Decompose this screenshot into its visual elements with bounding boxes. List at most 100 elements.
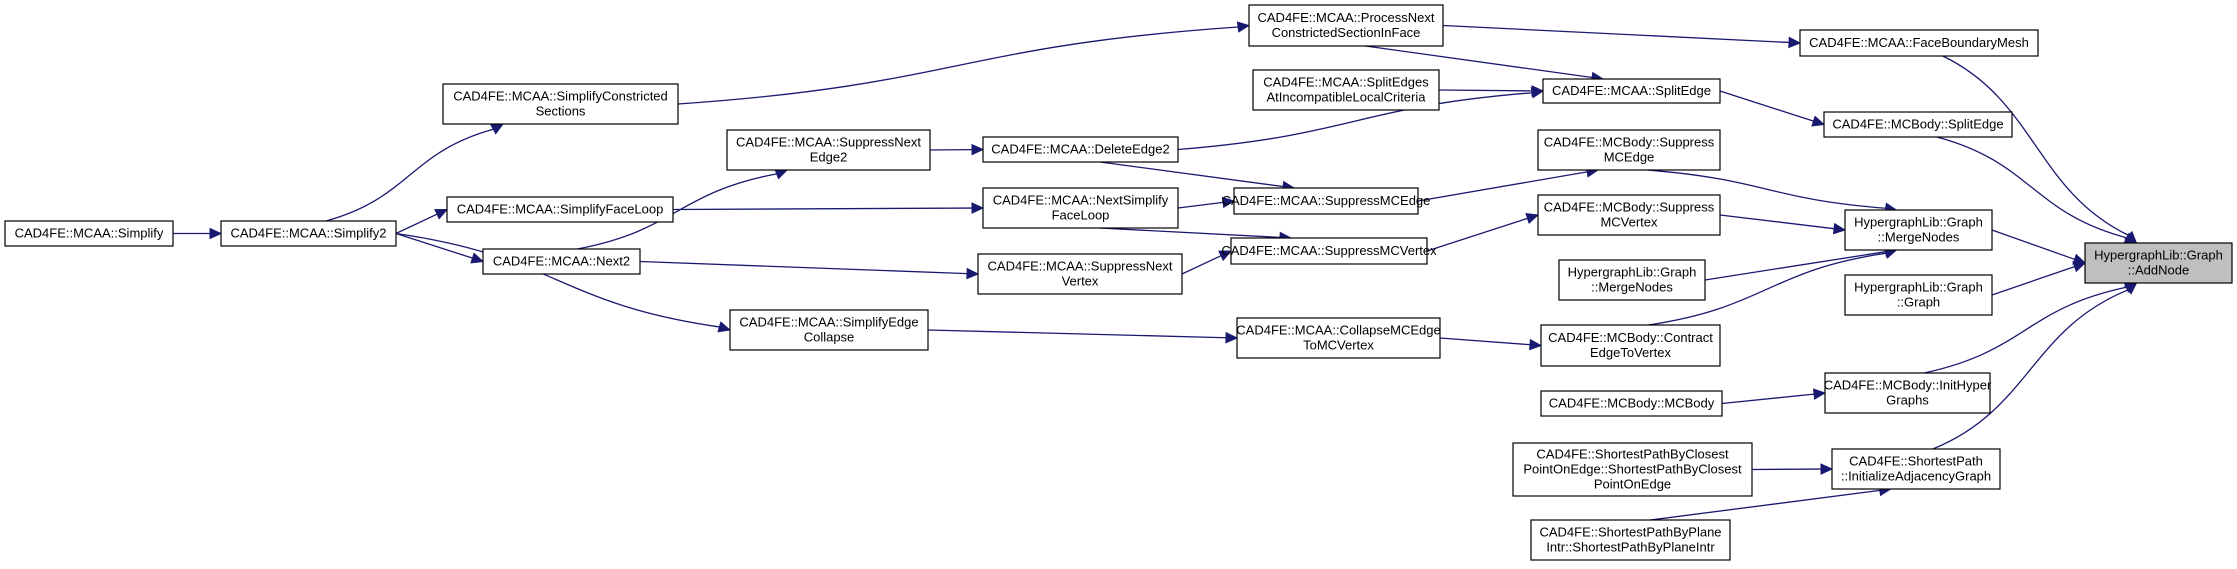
node-simplify[interactable]: CAD4FE::MCAA::Simplify <box>4 220 174 247</box>
node-mcaa-suppressmcedge[interactable]: CAD4FE::MCAA::SuppressMCEdge <box>1222 187 1431 215</box>
node-label: HypergraphLib::Graph <box>1854 280 1983 295</box>
node-box <box>1799 29 2039 57</box>
arrowhead-icon <box>1812 388 1827 400</box>
edge-deleteedge2-to-mcaa-suppressmcedge <box>1099 161 1296 193</box>
node-box <box>729 309 929 351</box>
node-mergenodes-left[interactable]: HypergraphLib::Graph::MergeNodes <box>1558 259 1706 301</box>
node-label: CAD4FE::MCAA::SplitEdges <box>1263 75 1429 90</box>
node-label: Edge2 <box>810 150 848 165</box>
node-mergenodes-right[interactable]: HypergraphLib::Graph::MergeNodes <box>1844 209 1993 251</box>
node-label: CAD4FE::ShortestPathByClosest <box>1536 447 1729 462</box>
arrowhead-icon <box>971 202 985 214</box>
node-addnode[interactable]: HypergraphLib::Graph::AddNode <box>2084 242 2233 284</box>
node-label: CAD4FE::MCAA::SimplifyConstricted <box>453 89 668 104</box>
node-label: CAD4FE::MCBody::Contract <box>1548 330 1713 345</box>
node-shortestplane[interactable]: CAD4FE::ShortestPathByPlaneIntr::Shortes… <box>1530 519 1731 561</box>
node-label: CAD4FE::MCAA::Simplify2 <box>230 226 386 241</box>
edge-initadjacency-to-addnode <box>1932 282 2138 450</box>
edge-line <box>639 260 968 275</box>
node-label: CAD4FE::MCBody::InitHyper <box>1824 378 1992 393</box>
node-label: CAD4FE::MCAA::SplitEdge <box>1552 83 1711 98</box>
edge-suppressnextvertex-to-mcaa-suppressmcvertex <box>1181 250 1233 275</box>
node-shortestclosest[interactable]: CAD4FE::ShortestPathByClosestPointOnEdge… <box>1512 442 1753 497</box>
node-label: CAD4FE::MCBody::Suppress <box>1544 135 1715 150</box>
node-splitedgesat[interactable]: CAD4FE::MCAA::SplitEdgesAtIncompatibleLo… <box>1252 69 1440 111</box>
edge-splitedgesat-to-mcaa-splitedge <box>1438 85 1545 97</box>
arrowhead-icon <box>1225 331 1239 344</box>
node-mcaa-suppressmcvertex[interactable]: CAD4FE::MCAA::SuppressMCVertex <box>1221 237 1437 265</box>
edge-next2-to-suppressnextvertex <box>639 260 980 280</box>
node-next2[interactable]: CAD4FE::MCAA::Next2 <box>482 248 641 275</box>
node-simplify2[interactable]: CAD4FE::MCAA::Simplify2 <box>220 220 397 247</box>
edge-line <box>1365 45 1593 79</box>
arrowhead-icon <box>1525 213 1540 225</box>
node-graph-graph[interactable]: HypergraphLib::Graph::Graph <box>1844 274 1993 316</box>
edge-simplify2-to-simplifyfaceloop <box>395 208 449 235</box>
edge-line <box>1719 90 1814 122</box>
node-box <box>1248 4 1444 47</box>
arrowhead-icon <box>434 208 449 220</box>
edge-line <box>325 128 494 222</box>
node-label: Vertex <box>1062 274 1099 289</box>
edge-line <box>1099 227 1281 239</box>
edge-line <box>1647 169 1886 209</box>
edge-line <box>395 232 473 259</box>
edge-line <box>1936 136 2127 239</box>
arrowhead-icon <box>1218 250 1233 262</box>
node-box <box>1537 194 1721 236</box>
arrowhead-icon <box>1221 196 1236 209</box>
node-label: CAD4FE::MCAA::SuppressNext <box>988 259 1173 274</box>
node-simplifyfaceloop[interactable]: CAD4FE::MCAA::SimplifyFaceLoop <box>446 196 674 223</box>
edge-line <box>1439 337 1531 346</box>
node-processnext[interactable]: CAD4FE::MCAA::ProcessNextConstrictedSect… <box>1248 4 1444 47</box>
edge-line <box>1438 89 1533 92</box>
node-mcbody-suppressmcvertex[interactable]: CAD4FE::MCBody::SuppressMCVertex <box>1537 194 1721 236</box>
node-faceboundarymesh[interactable]: CAD4FE::MCAA::FaceBoundaryMesh <box>1799 29 2039 57</box>
edges-layer <box>173 21 2138 521</box>
node-label: CAD4FE::MCAA::CollapseMCEdge <box>1236 323 1440 338</box>
node-mcbody-splitedge[interactable]: CAD4FE::MCBody::SplitEdge <box>1823 111 2013 138</box>
edge-line <box>1426 217 1528 252</box>
node-box <box>982 136 1179 163</box>
arrowhead-icon <box>1236 21 1251 33</box>
node-mcaa-splitedge[interactable]: CAD4FE::MCAA::SplitEdge <box>1542 78 1721 104</box>
edge-mcaa-splitedge-to-mcbody-splitedge <box>1719 90 1826 127</box>
edge-simplifyedgecollapse-to-collapsemcedge <box>927 329 1239 344</box>
node-simplifyconstricted[interactable]: CAD4FE::MCAA::SimplifyConstrictedSection… <box>442 83 679 125</box>
edge-line <box>1177 92 1533 151</box>
node-box <box>1540 390 1723 417</box>
node-box <box>1530 519 1731 561</box>
node-box <box>1542 78 1721 104</box>
node-box <box>1236 317 1441 359</box>
node-mcbody-suppressmcedge[interactable]: CAD4FE::MCBody::SuppressMCEdge <box>1537 129 1721 171</box>
node-box <box>1537 129 1721 171</box>
node-deleteedge2[interactable]: CAD4FE::MCAA::DeleteEdge2 <box>982 136 1179 163</box>
arrowhead-icon <box>2072 261 2087 273</box>
edge-line <box>1991 265 2075 296</box>
node-mcbody-mcbody[interactable]: CAD4FE::MCBody::MCBody <box>1540 390 1723 417</box>
node-box <box>446 196 674 223</box>
edge-line <box>1442 24 1790 44</box>
edge-collapsemcedge-to-contractedge <box>1439 337 1543 351</box>
edge-graph-graph-to-addnode <box>1991 261 2087 296</box>
node-label: PointOnEdge::ShortestPathByClosest <box>1523 462 1742 477</box>
edge-line <box>1417 171 1588 202</box>
edge-simplifyconstricted-to-processnext <box>677 21 1251 105</box>
edge-line <box>672 207 973 211</box>
node-label: ::MergeNodes <box>1878 230 1960 245</box>
node-initadjacency[interactable]: CAD4FE::ShortestPath::InitializeAdjacenc… <box>1831 448 2001 490</box>
arrowhead-icon <box>717 321 732 333</box>
node-label: Graphs <box>1886 393 1929 408</box>
node-label: CAD4FE::MCAA::SuppressMCVertex <box>1221 243 1437 258</box>
node-box <box>726 129 931 171</box>
node-label: Intr::ShortestPathByPlaneIntr <box>1546 540 1715 555</box>
node-label: ::MergeNodes <box>1591 280 1673 295</box>
edge-simplify2-to-next2 <box>395 232 485 264</box>
